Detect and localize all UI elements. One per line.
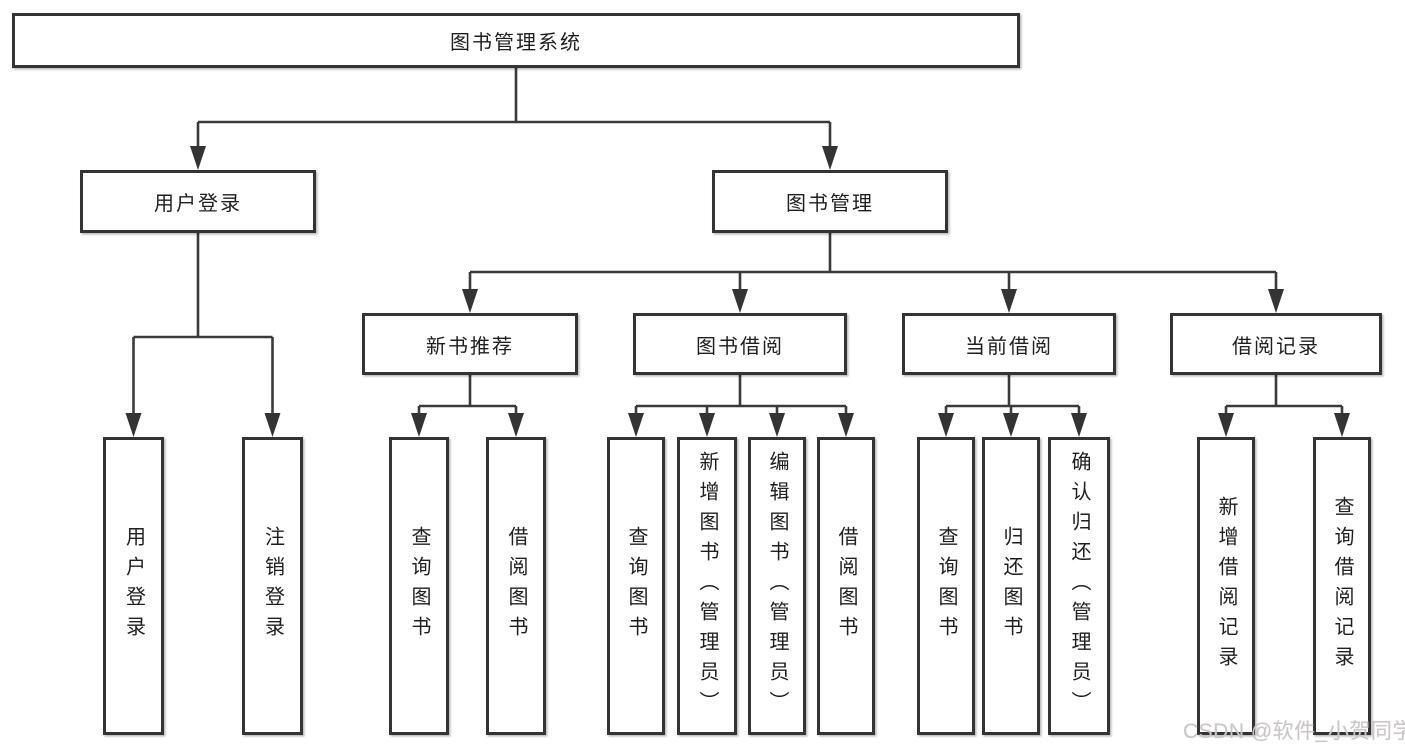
arrowhead: [508, 413, 524, 437]
arrowheads: [125, 146, 1350, 437]
leaf-edit-book-admin-label: 编辑图书（管理员）: [766, 451, 788, 721]
node-new-book-recommend-label: 新书推荐: [426, 335, 514, 358]
watermark: CSDN @软件_小贺同学: [1183, 720, 1405, 743]
arrowhead: [264, 413, 281, 437]
leaf-query-books-borrow: 查询图书: [607, 437, 665, 735]
leaf-query-books-current: 查询图书: [917, 437, 975, 735]
node-new-book-recommend: 新书推荐: [362, 313, 578, 375]
leaf-query-books-recommend: 查询图书: [389, 437, 449, 735]
node-user-login-label: 用户登录: [154, 193, 242, 215]
arrowhead: [628, 413, 644, 437]
leaf-user-login: 用户登录: [103, 437, 164, 735]
leaf-logout-label: 注销登录: [261, 526, 284, 646]
node-book-management: 图书管理: [712, 170, 948, 233]
leaf-query-books-current-label: 查询图书: [935, 526, 957, 646]
arrowhead: [190, 146, 206, 170]
arrowhead: [1071, 413, 1087, 437]
arrowhead: [732, 289, 748, 313]
arrowhead: [699, 413, 715, 437]
leaf-add-book-admin: 新增图书（管理员）: [677, 437, 737, 735]
arrowhead: [1218, 413, 1234, 437]
node-current-borrow: 当前借阅: [902, 313, 1116, 375]
node-book-borrow: 图书借阅: [633, 313, 847, 375]
node-library-system-label: 图书管理系统: [450, 32, 582, 54]
arrowhead: [1334, 413, 1350, 437]
node-borrow-records-label: 借阅记录: [1232, 335, 1320, 358]
leaf-confirm-return-admin: 确认归还（管理员）: [1048, 437, 1110, 735]
node-library-system: 图书管理系统: [12, 13, 1020, 68]
node-book-management-label: 图书管理: [786, 193, 874, 215]
arrowhead: [411, 413, 427, 437]
leaf-borrow-books-label: 借阅图书: [835, 526, 857, 646]
leaf-query-borrow-record: 查询借阅记录: [1313, 437, 1371, 735]
arrowhead: [125, 413, 142, 437]
leaf-confirm-return-admin-label: 确认归还（管理员）: [1068, 451, 1090, 721]
leaf-add-book-admin-label: 新增图书（管理员）: [696, 451, 718, 721]
arrowhead: [1003, 413, 1019, 437]
arrowhead: [822, 146, 838, 170]
leaf-query-books-recommend-label: 查询图书: [408, 526, 430, 646]
arrowhead: [1001, 289, 1017, 313]
leaf-query-borrow-record-label: 查询借阅记录: [1331, 496, 1353, 676]
arrowhead: [838, 413, 854, 437]
leaf-query-books-borrow-label: 查询图书: [625, 526, 647, 646]
leaf-borrow-books: 借阅图书: [817, 437, 875, 735]
leaf-edit-book-admin: 编辑图书（管理员）: [748, 437, 806, 735]
leaf-borrow-books-recommend: 借阅图书: [486, 437, 546, 735]
leaf-add-borrow-record-label: 新增借阅记录: [1215, 496, 1237, 676]
leaf-logout: 注销登录: [242, 437, 303, 735]
node-book-borrow-label: 图书借阅: [696, 335, 784, 358]
node-user-login: 用户登录: [80, 170, 316, 233]
leaf-return-books-label: 归还图书: [1000, 526, 1022, 646]
leaf-borrow-books-recommend-label: 借阅图书: [505, 526, 527, 646]
node-borrow-records: 借阅记录: [1170, 313, 1382, 375]
arrowhead: [769, 413, 785, 437]
leaf-return-books: 归还图书: [982, 437, 1040, 735]
leaf-add-borrow-record: 新增借阅记录: [1197, 437, 1255, 735]
arrowhead: [938, 413, 954, 437]
leaf-user-login-label: 用户登录: [122, 526, 145, 646]
arrowhead: [1268, 289, 1284, 313]
arrowhead: [462, 289, 478, 313]
node-current-borrow-label: 当前借阅: [965, 335, 1053, 358]
